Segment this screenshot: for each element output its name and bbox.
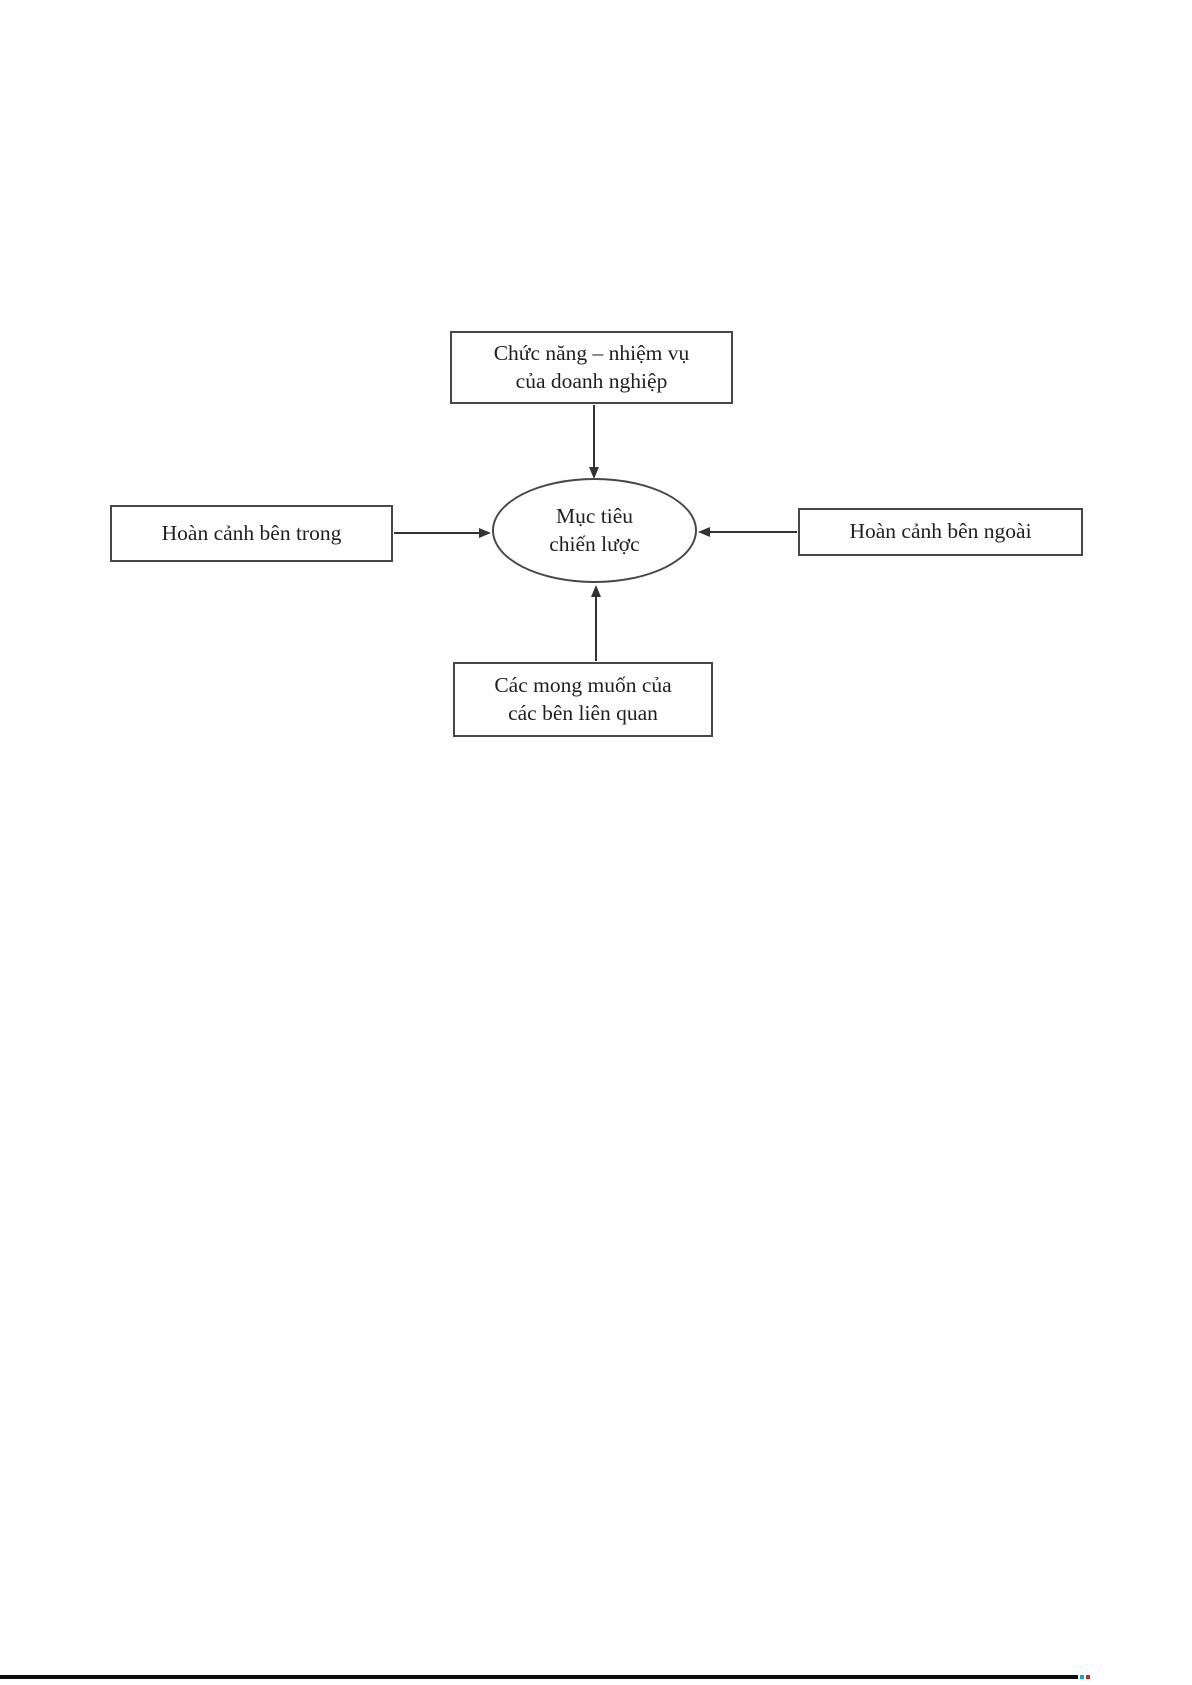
node-stakeholder-expectations-line2: các bên liên quan (508, 700, 658, 725)
node-strategic-objective-line1: Mục tiêu (555, 503, 634, 528)
page-bottom-rule (0, 1675, 1078, 1679)
node-internal-context-label: Hoàn cảnh bên trong (161, 520, 342, 545)
node-external-context-label: Hoàn cảnh bên ngoài (849, 519, 1032, 544)
node-external-context: Hoàn cảnh bên ngoài (798, 508, 1083, 556)
node-functions-duties: Chức năng – nhiệm vụ của doanh nghiệp (450, 331, 733, 404)
scan-artifact-cyan (1080, 1675, 1084, 1679)
node-functions-duties-line1: Chức năng – nhiệm vụ (493, 340, 690, 365)
node-strategic-objective: Mục tiêu chiến lược (492, 478, 697, 583)
scan-artifact-red (1086, 1675, 1090, 1679)
node-internal-context: Hoàn cảnh bên trong (110, 505, 393, 562)
node-stakeholder-expectations: Các mong muốn của các bên liên quan (453, 662, 713, 737)
node-functions-duties-line2: của doanh nghiệp (515, 368, 668, 393)
node-strategic-objective-line2: chiến lược (549, 531, 640, 556)
node-stakeholder-expectations-line1: Các mong muốn của (494, 672, 672, 697)
